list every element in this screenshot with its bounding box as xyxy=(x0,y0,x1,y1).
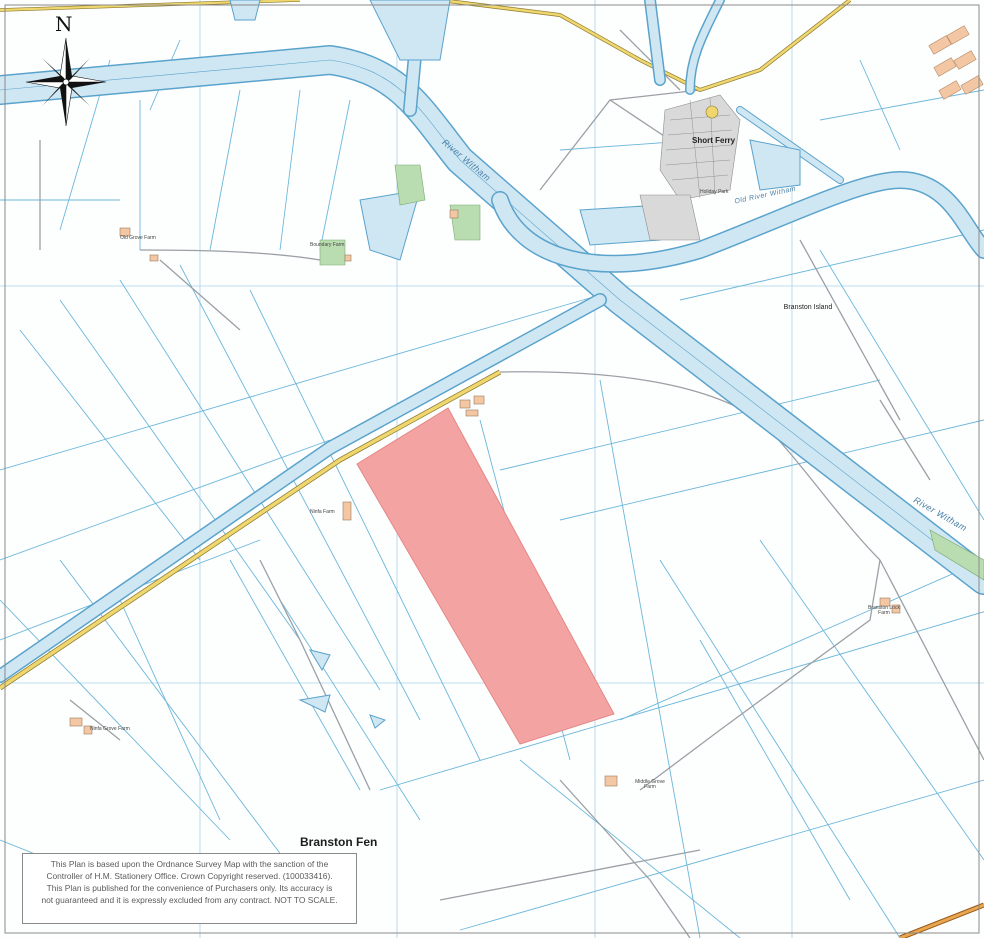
local-roads xyxy=(39,29,984,938)
label-branston-lock-farm: Branston Lock Farm xyxy=(868,605,900,617)
site-boundary xyxy=(356,407,615,745)
disclaimer-line: This Plan is based upon the Ordnance Sur… xyxy=(50,859,329,869)
north-label: N xyxy=(55,12,73,36)
label-ninfa-farm: Ninfa Farm xyxy=(310,509,335,515)
label-ninfa-grove-farm: Ninfa Grove Farm xyxy=(90,726,130,732)
holiday-park-buildings xyxy=(928,25,984,100)
disclaimer-line: not guaranteed and it is expressly exclu… xyxy=(41,895,338,905)
short-ferry-settlement xyxy=(639,94,741,241)
label-boundary-farm: Boundary Farm xyxy=(310,242,345,248)
label-middle-grove-farm: Middle Grove Farm xyxy=(635,779,665,791)
map-frame xyxy=(4,4,980,934)
farm-buildings xyxy=(69,209,901,787)
disclaimer-line: This Plan is published for the convenien… xyxy=(46,883,333,893)
label-branston-island: Branston Island xyxy=(783,304,833,311)
copyright-disclaimer: This Plan is based upon the Ordnance Sur… xyxy=(22,853,357,924)
field-drains xyxy=(0,39,984,938)
water-bodies xyxy=(229,0,801,729)
label-branston-fen: Branston Fen xyxy=(300,835,378,849)
label-holiday-park: Holiday Park xyxy=(700,189,729,195)
label-old-grove-farm: Old Grove Farm xyxy=(120,235,156,241)
disclaimer-line: Controller of H.M. Stationery Office. Cr… xyxy=(46,871,333,881)
label-short-ferry: Short Ferry xyxy=(692,136,736,145)
north-arrow-compass xyxy=(25,37,107,127)
